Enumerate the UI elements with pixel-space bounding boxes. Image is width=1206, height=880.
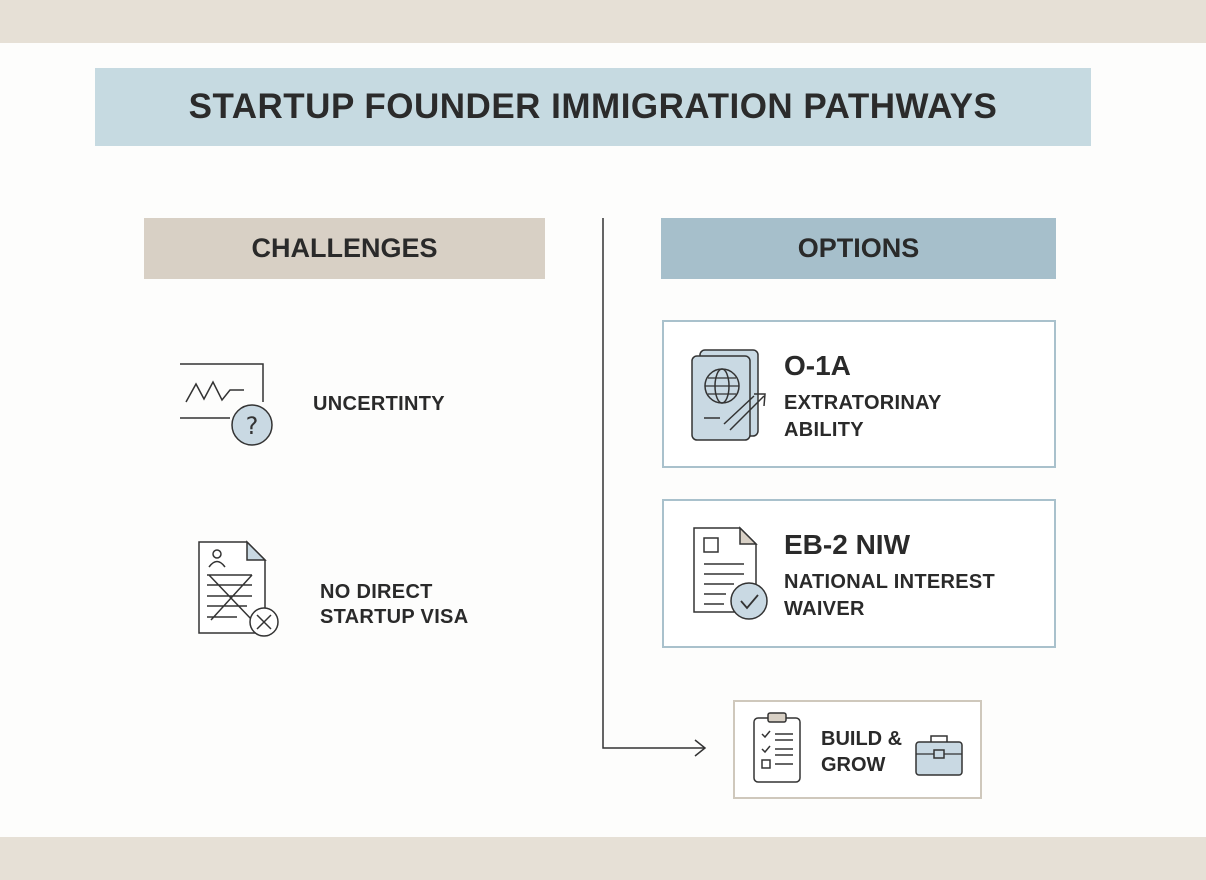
document-rejected-icon: [198, 540, 279, 637]
subtitle-line: NATIONAL INTEREST: [784, 571, 996, 593]
option-card-eb2-niw[interactable]: EB-2 NIW NATIONAL INTEREST WAIVER: [662, 499, 1056, 648]
option-title: O-1A: [784, 350, 851, 381]
challenge-uncertainty-label: UNCERTINTY: [313, 393, 445, 415]
chart-question-icon: ?: [180, 363, 273, 446]
challenges-header: CHALLENGES: [144, 218, 545, 279]
outcome-label: BUILD & GROW: [821, 726, 902, 778]
option-title: EB-2 NIW: [784, 529, 910, 560]
options-header: OPTIONS: [661, 218, 1056, 279]
subtitle-line: EXTRATORINAY: [784, 392, 942, 414]
page-title: STARTUP FOUNDER IMMIGRATION PATHWAYS: [95, 68, 1091, 146]
challenge-no-visa-label: NO DIRECT STARTUP VISA: [320, 580, 468, 630]
top-band: [0, 0, 1206, 43]
checklist-icon: [753, 712, 801, 783]
svg-text:?: ?: [246, 412, 259, 440]
subtitle-line: WAIVER: [784, 598, 865, 620]
label-line: STARTUP VISA: [320, 606, 469, 628]
briefcase-icon: [915, 735, 963, 776]
passport-growth-icon: [691, 349, 766, 441]
subtitle-line: ABILITY: [784, 419, 864, 441]
document-approved-icon: [693, 526, 768, 620]
label-line: NO DIRECT: [320, 581, 433, 603]
label-line: BUILD &: [821, 728, 903, 750]
option-card-o1a[interactable]: O-1A EXTRATORINAY ABILITY: [662, 320, 1056, 468]
label-line: GROW: [821, 754, 886, 776]
option-subtitle: NATIONAL INTEREST WAIVER: [784, 569, 995, 623]
option-subtitle: EXTRATORINAY ABILITY: [784, 390, 942, 444]
outcome-build-grow[interactable]: BUILD & GROW: [733, 700, 982, 799]
bottom-band: [0, 837, 1206, 880]
